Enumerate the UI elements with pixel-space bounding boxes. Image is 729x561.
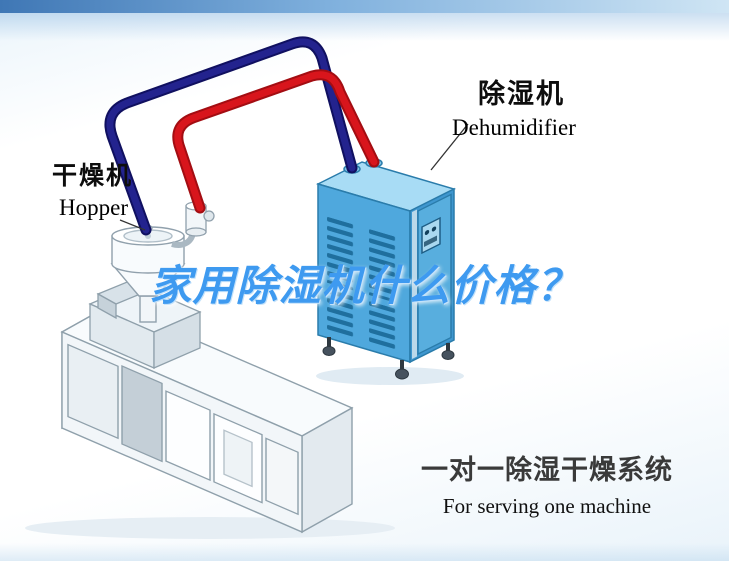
hopper-vessel xyxy=(110,224,186,323)
return-air-pipe-core xyxy=(106,38,356,234)
caption-zh: 一对一除湿干燥系统 xyxy=(421,455,673,485)
machine-shadow xyxy=(25,517,395,539)
supply-air-pipe-core xyxy=(174,71,378,212)
top-gradient-bar xyxy=(0,0,729,13)
hopper-label-zh: 干燥机 xyxy=(52,162,134,190)
dehumidifier-label-en: Dehumidifier xyxy=(452,115,576,140)
system-caption: 一对一除湿干燥系统 For serving one machine xyxy=(398,448,696,519)
caption-en: For serving one machine xyxy=(442,494,652,518)
hopper-label-en: Hopper xyxy=(59,195,128,220)
cabinet-door xyxy=(412,193,452,359)
dehumidifier-label: 除湿机 Dehumidifier xyxy=(452,72,576,141)
watermark-title: 家用除湿机什么价格？ xyxy=(149,262,580,309)
dehumidifier-label-zh: 除湿机 xyxy=(478,79,565,109)
bottom-gradient-fade xyxy=(0,543,729,561)
control-panel xyxy=(421,216,441,255)
machine-front-panels xyxy=(67,343,299,516)
hopper-leader-line xyxy=(119,219,146,231)
vent-grille xyxy=(327,216,399,354)
hopper-label: 干燥机 Hopper xyxy=(52,156,133,221)
dehumidifier-leader-line xyxy=(430,123,469,171)
caster-wheels xyxy=(322,337,455,380)
cabinet-shadow xyxy=(316,367,464,385)
top-gradient-fade xyxy=(0,13,729,41)
dehumidifier-cabinet xyxy=(315,158,457,364)
